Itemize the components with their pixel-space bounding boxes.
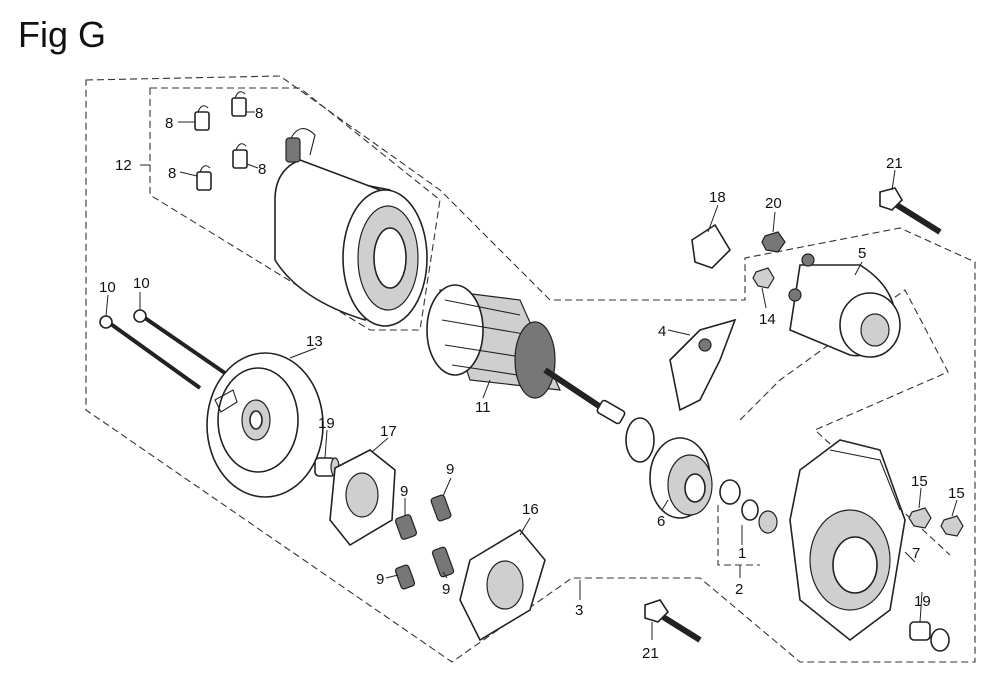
callout-labels: 8 8 8 8 12 10 10 13 19 17 9 9 9 9 11 16 … xyxy=(99,105,965,662)
brush-8-bottom-right xyxy=(232,143,248,169)
subgroup-outline-1-2 xyxy=(717,505,760,566)
callout-15: 15 xyxy=(911,473,928,490)
nut-15-left xyxy=(908,507,932,529)
through-bolt-10-left xyxy=(99,315,202,390)
brush-8-top-left xyxy=(194,105,210,131)
callout-8: 8 xyxy=(165,115,173,132)
callout-13: 13 xyxy=(306,333,323,350)
callout-9: 9 xyxy=(376,571,384,588)
callout-21: 21 xyxy=(642,645,659,662)
callout-8: 8 xyxy=(255,105,263,122)
subgroup-outline-12 xyxy=(149,87,441,331)
callout-15: 15 xyxy=(948,485,965,502)
spring-9-c xyxy=(394,564,416,590)
drive-housing xyxy=(789,439,906,642)
callout-3: 3 xyxy=(575,602,583,619)
spring-9-a xyxy=(394,514,418,540)
callout-19: 19 xyxy=(318,415,335,432)
washer-1 xyxy=(719,479,778,534)
pinion-clutch xyxy=(625,417,713,519)
callout-5: 5 xyxy=(858,245,866,262)
callout-21: 21 xyxy=(886,155,903,172)
callout-8: 8 xyxy=(168,165,176,182)
brush-holder-plate xyxy=(329,449,396,547)
bolt-21-bottom xyxy=(644,599,702,643)
callout-17: 17 xyxy=(380,423,397,440)
callout-2: 2 xyxy=(735,581,743,598)
callout-7: 7 xyxy=(912,545,920,562)
spring-9-d xyxy=(431,546,455,578)
rear-end-cover xyxy=(206,352,324,498)
nut-14 xyxy=(752,267,775,289)
solenoid xyxy=(788,253,901,358)
callout-9: 9 xyxy=(400,483,408,500)
grommet-18 xyxy=(691,223,732,269)
armature xyxy=(426,284,626,425)
callout-11: 11 xyxy=(475,399,491,416)
callout-20: 20 xyxy=(765,195,782,212)
nut-15-right xyxy=(940,515,964,537)
bushing-19-right xyxy=(909,621,950,652)
callout-9: 9 xyxy=(442,581,450,598)
brush-8-top-right xyxy=(231,91,247,117)
brush-8-bottom-left xyxy=(196,165,212,191)
callout-9: 9 xyxy=(446,461,454,478)
through-bolt-10-right xyxy=(133,309,237,382)
motor-yoke xyxy=(274,128,428,327)
brush-plate-16 xyxy=(459,528,546,642)
callout-12: 12 xyxy=(115,157,132,174)
callout-19: 19 xyxy=(914,593,931,610)
callout-10: 10 xyxy=(133,275,150,292)
nut-20 xyxy=(761,231,786,253)
callout-14: 14 xyxy=(759,311,776,328)
callout-6: 6 xyxy=(657,513,665,530)
callout-10: 10 xyxy=(99,279,116,296)
bolt-21-top xyxy=(879,187,942,235)
assembly-outline-3 xyxy=(85,75,976,663)
leader-lines xyxy=(105,111,958,640)
callout-18: 18 xyxy=(709,189,726,206)
spring-9-b xyxy=(430,494,452,522)
shift-lever xyxy=(669,318,737,412)
callout-4: 4 xyxy=(658,323,666,340)
callout-16: 16 xyxy=(522,501,539,518)
callout-8: 8 xyxy=(258,161,266,178)
figure-title: Fig G xyxy=(18,14,107,55)
callout-1: 1 xyxy=(738,545,746,562)
